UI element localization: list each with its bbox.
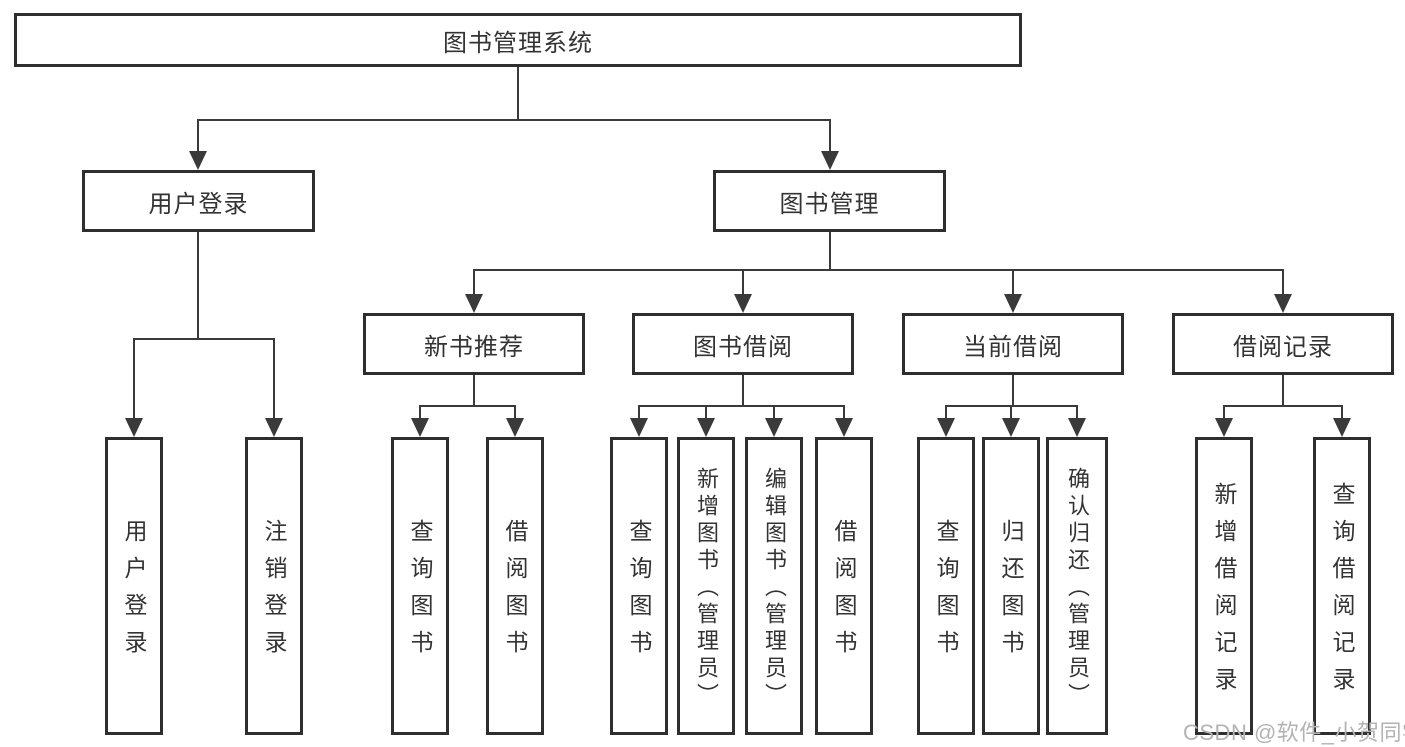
node-new-book-recommend: 新书推荐	[363, 313, 585, 375]
node-leaf-confirm-return-admin: 确认归还（管理员）	[1046, 437, 1108, 735]
node-leaf-user-login: 用户登录	[105, 437, 163, 735]
node-leaf-borrow-books-recommend: 借阅图书	[486, 437, 544, 735]
node-leaf-confirm-return-admin-label: 确认归还（管理员）	[1065, 467, 1090, 710]
node-leaf-query-books-current-label: 查询图书	[933, 519, 959, 667]
node-leaf-edit-book-admin-label: 编辑图书（管理员）	[762, 467, 787, 710]
node-leaf-query-books-borrowing: 查询图书	[610, 437, 668, 735]
node-leaf-query-books-recommend-label: 查询图书	[407, 519, 433, 667]
node-book-borrowing: 图书借阅	[632, 313, 854, 375]
connector-lines	[133, 67, 1343, 420]
node-leaf-return-books-label: 归还图书	[998, 519, 1024, 667]
node-leaf-borrow-books-recommend-label: 借阅图书	[502, 519, 528, 667]
arrowheads	[125, 151, 1351, 437]
node-leaf-query-books-borrowing-label: 查询图书	[626, 519, 652, 667]
node-leaf-add-borrow-record: 新增借阅记录	[1195, 437, 1253, 735]
node-leaf-add-book-admin: 新增图书（管理员）	[677, 437, 735, 735]
node-borrow-records: 借阅记录	[1172, 313, 1394, 375]
node-leaf-borrow-books-borrowing-label: 借阅图书	[831, 519, 857, 667]
node-leaf-return-books: 归还图书	[982, 437, 1040, 735]
node-leaf-query-books-recommend: 查询图书	[391, 437, 449, 735]
node-leaf-user-login-label: 用户登录	[121, 519, 147, 667]
node-leaf-logout-label: 注销登录	[261, 519, 287, 667]
node-leaf-query-borrow-record-label: 查询借阅记录	[1329, 482, 1355, 704]
node-book-management: 图书管理	[713, 170, 946, 232]
node-user-login: 用户登录	[82, 170, 315, 232]
node-leaf-logout: 注销登录	[245, 437, 303, 735]
node-root: 图书管理系统	[14, 13, 1022, 67]
node-leaf-query-borrow-record: 查询借阅记录	[1313, 437, 1371, 735]
node-leaf-add-borrow-record-label: 新增借阅记录	[1211, 482, 1237, 704]
node-current-borrowing: 当前借阅	[902, 313, 1124, 375]
node-leaf-add-book-admin-label: 新增图书（管理员）	[694, 467, 719, 710]
watermark: CSDN @软件_小贺同学	[1183, 720, 1405, 745]
node-leaf-borrow-books-borrowing: 借阅图书	[815, 437, 873, 735]
node-leaf-query-books-current: 查询图书	[917, 437, 975, 735]
node-leaf-edit-book-admin: 编辑图书（管理员）	[745, 437, 803, 735]
